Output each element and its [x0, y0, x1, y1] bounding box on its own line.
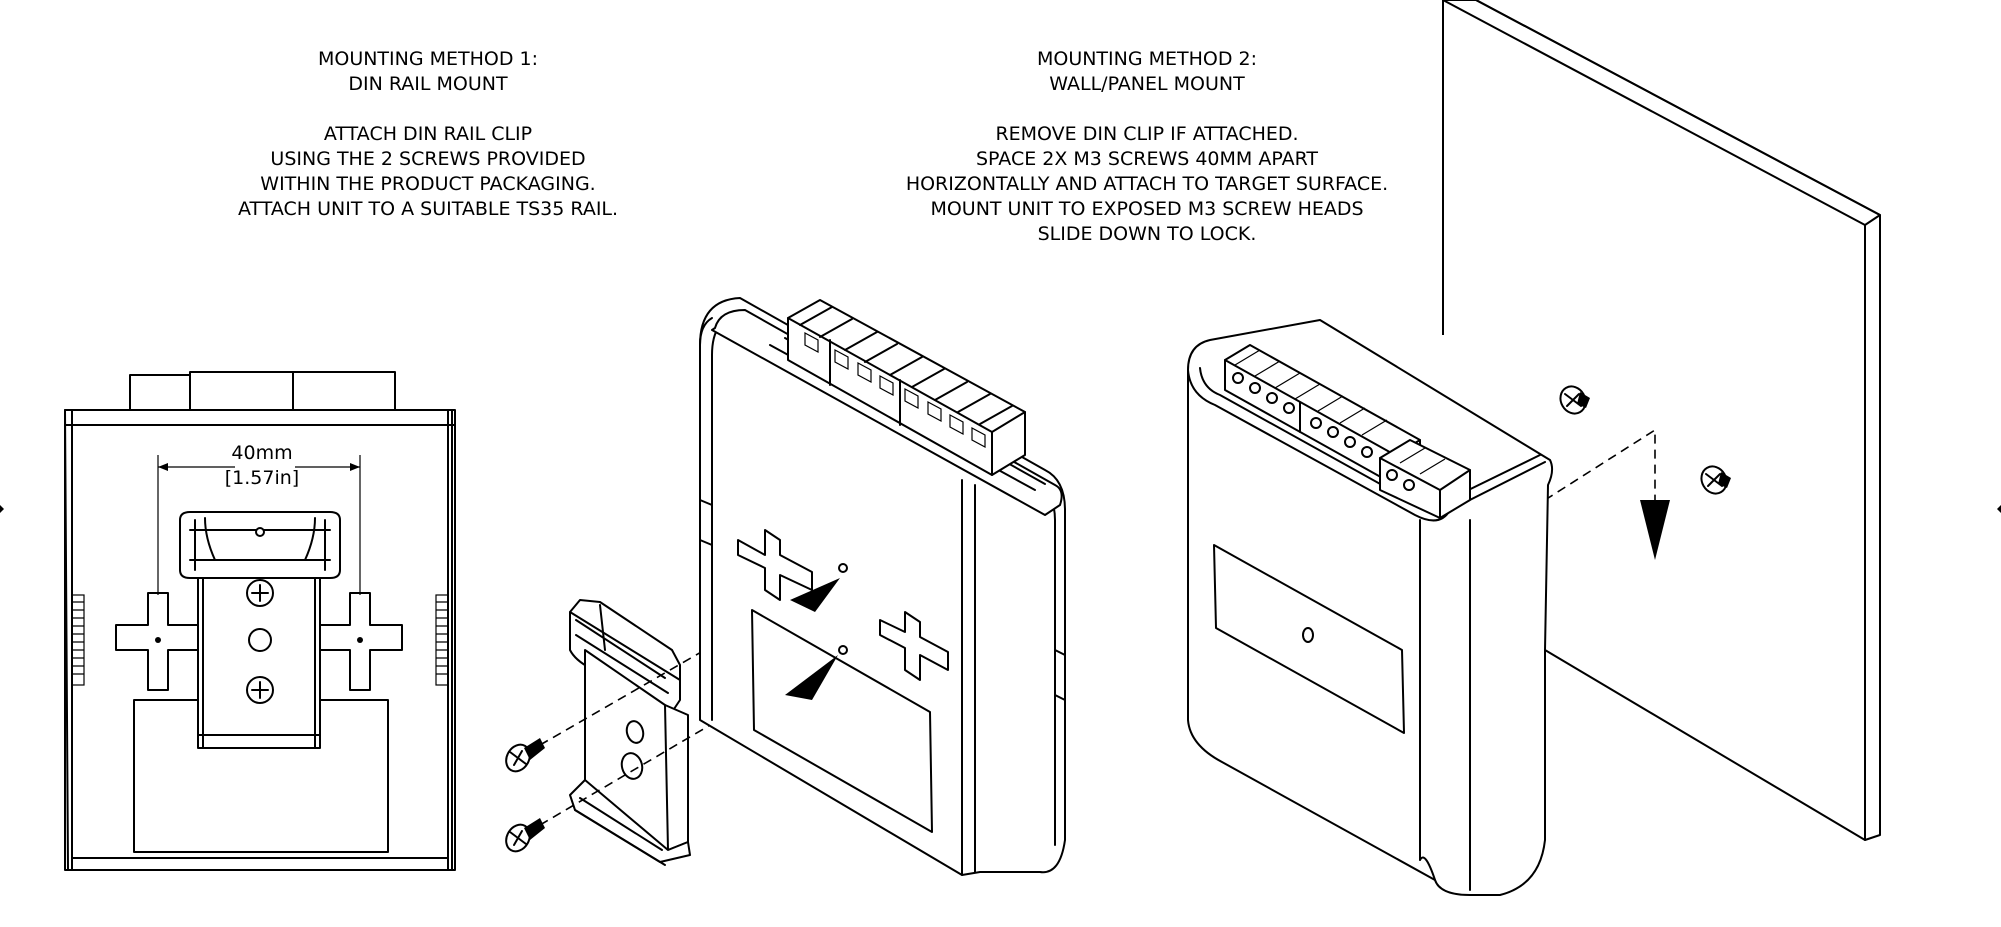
rear-view-unit: 40mm [1.57in] — [64, 371, 456, 871]
iso-unit-front — [1187, 319, 1554, 896]
iso-keyhole-left — [737, 529, 813, 601]
method2-instruction-3: HORIZONTALLY AND ATTACH TO TARGET SURFAC… — [906, 173, 1388, 195]
method1-instruction-2: USING THE 2 SCREWS PROVIDED — [270, 148, 585, 170]
screw-upper — [505, 738, 545, 773]
method2-instruction-5: SLIDE DOWN TO LOCK. — [1038, 223, 1257, 245]
rear-housing-inner-lines — [64, 424, 456, 859]
wall-screw-upper — [1559, 385, 1590, 415]
keyhole-hole-left — [155, 637, 161, 643]
din-clip-iso-bottom — [569, 779, 691, 863]
method1-text: MOUNTING METHOD 1: DIN RAIL MOUNT ATTACH… — [238, 48, 618, 220]
arrow-upper — [790, 578, 840, 612]
screw-lower — [505, 818, 545, 853]
iso-label-area — [751, 609, 933, 833]
right-edge-marker — [1997, 505, 2001, 513]
method2-instruction-4: MOUNT UNIT TO EXPOSED M3 SCREW HEADS — [930, 198, 1363, 220]
left-edge-marker — [0, 505, 4, 513]
dimension-imperial: [1.57in] — [225, 467, 299, 489]
method2-text: MOUNTING METHOD 2: WALL/PANEL MOUNT REMO… — [906, 48, 1388, 245]
exploded-din-assembly — [505, 571, 841, 866]
method2-instruction-1: REMOVE DIN CLIP IF ATTACHED. — [995, 123, 1298, 145]
wall-panel — [1442, 0, 1881, 841]
din-clip-center-hole — [248, 628, 272, 652]
method1-subtitle: DIN RAIL MOUNT — [348, 73, 508, 95]
method2-instruction-2: SPACE 2X M3 SCREWS 40MM APART — [976, 148, 1318, 170]
keyhole-hole-right — [357, 637, 363, 643]
din-clip-isometric — [569, 599, 691, 866]
dimension-40mm: 40mm [1.57in] — [157, 442, 361, 595]
iso-terminal-blocks — [787, 299, 1026, 476]
method2-title: MOUNTING METHOD 2: — [1037, 48, 1257, 70]
iso-unit-front-label-hole — [1302, 627, 1314, 643]
din-clip-front — [179, 511, 341, 749]
iso-keyhole-right — [879, 611, 949, 681]
iso-unit-front-housing — [1187, 319, 1554, 896]
rear-side-vent-left — [71, 594, 85, 686]
method1-instruction-3: WITHIN THE PRODUCT PACKAGING. — [260, 173, 595, 195]
method1-title: MOUNTING METHOD 1: — [318, 48, 538, 70]
method2-subtitle: WALL/PANEL MOUNT — [1049, 73, 1245, 95]
iso-front-terminals — [1224, 344, 1471, 519]
wall-screw-lower — [1700, 465, 1731, 495]
method1-instruction-4: ATTACH UNIT TO A SUITABLE TS35 RAIL. — [238, 198, 618, 220]
iso-unit-rear — [699, 297, 1066, 876]
rear-side-vent-right — [435, 594, 449, 686]
din-clip-top-bar — [179, 511, 341, 579]
dimension-metric: 40mm — [231, 442, 292, 464]
slide-down-arrow — [1640, 500, 1670, 560]
arrow-lower — [785, 655, 838, 700]
din-clip-body — [197, 559, 321, 749]
method1-instruction-1: ATTACH DIN RAIL CLIP — [324, 123, 532, 145]
slide-guide-line — [1544, 428, 1656, 505]
wall-mount-figure — [1187, 0, 1881, 896]
